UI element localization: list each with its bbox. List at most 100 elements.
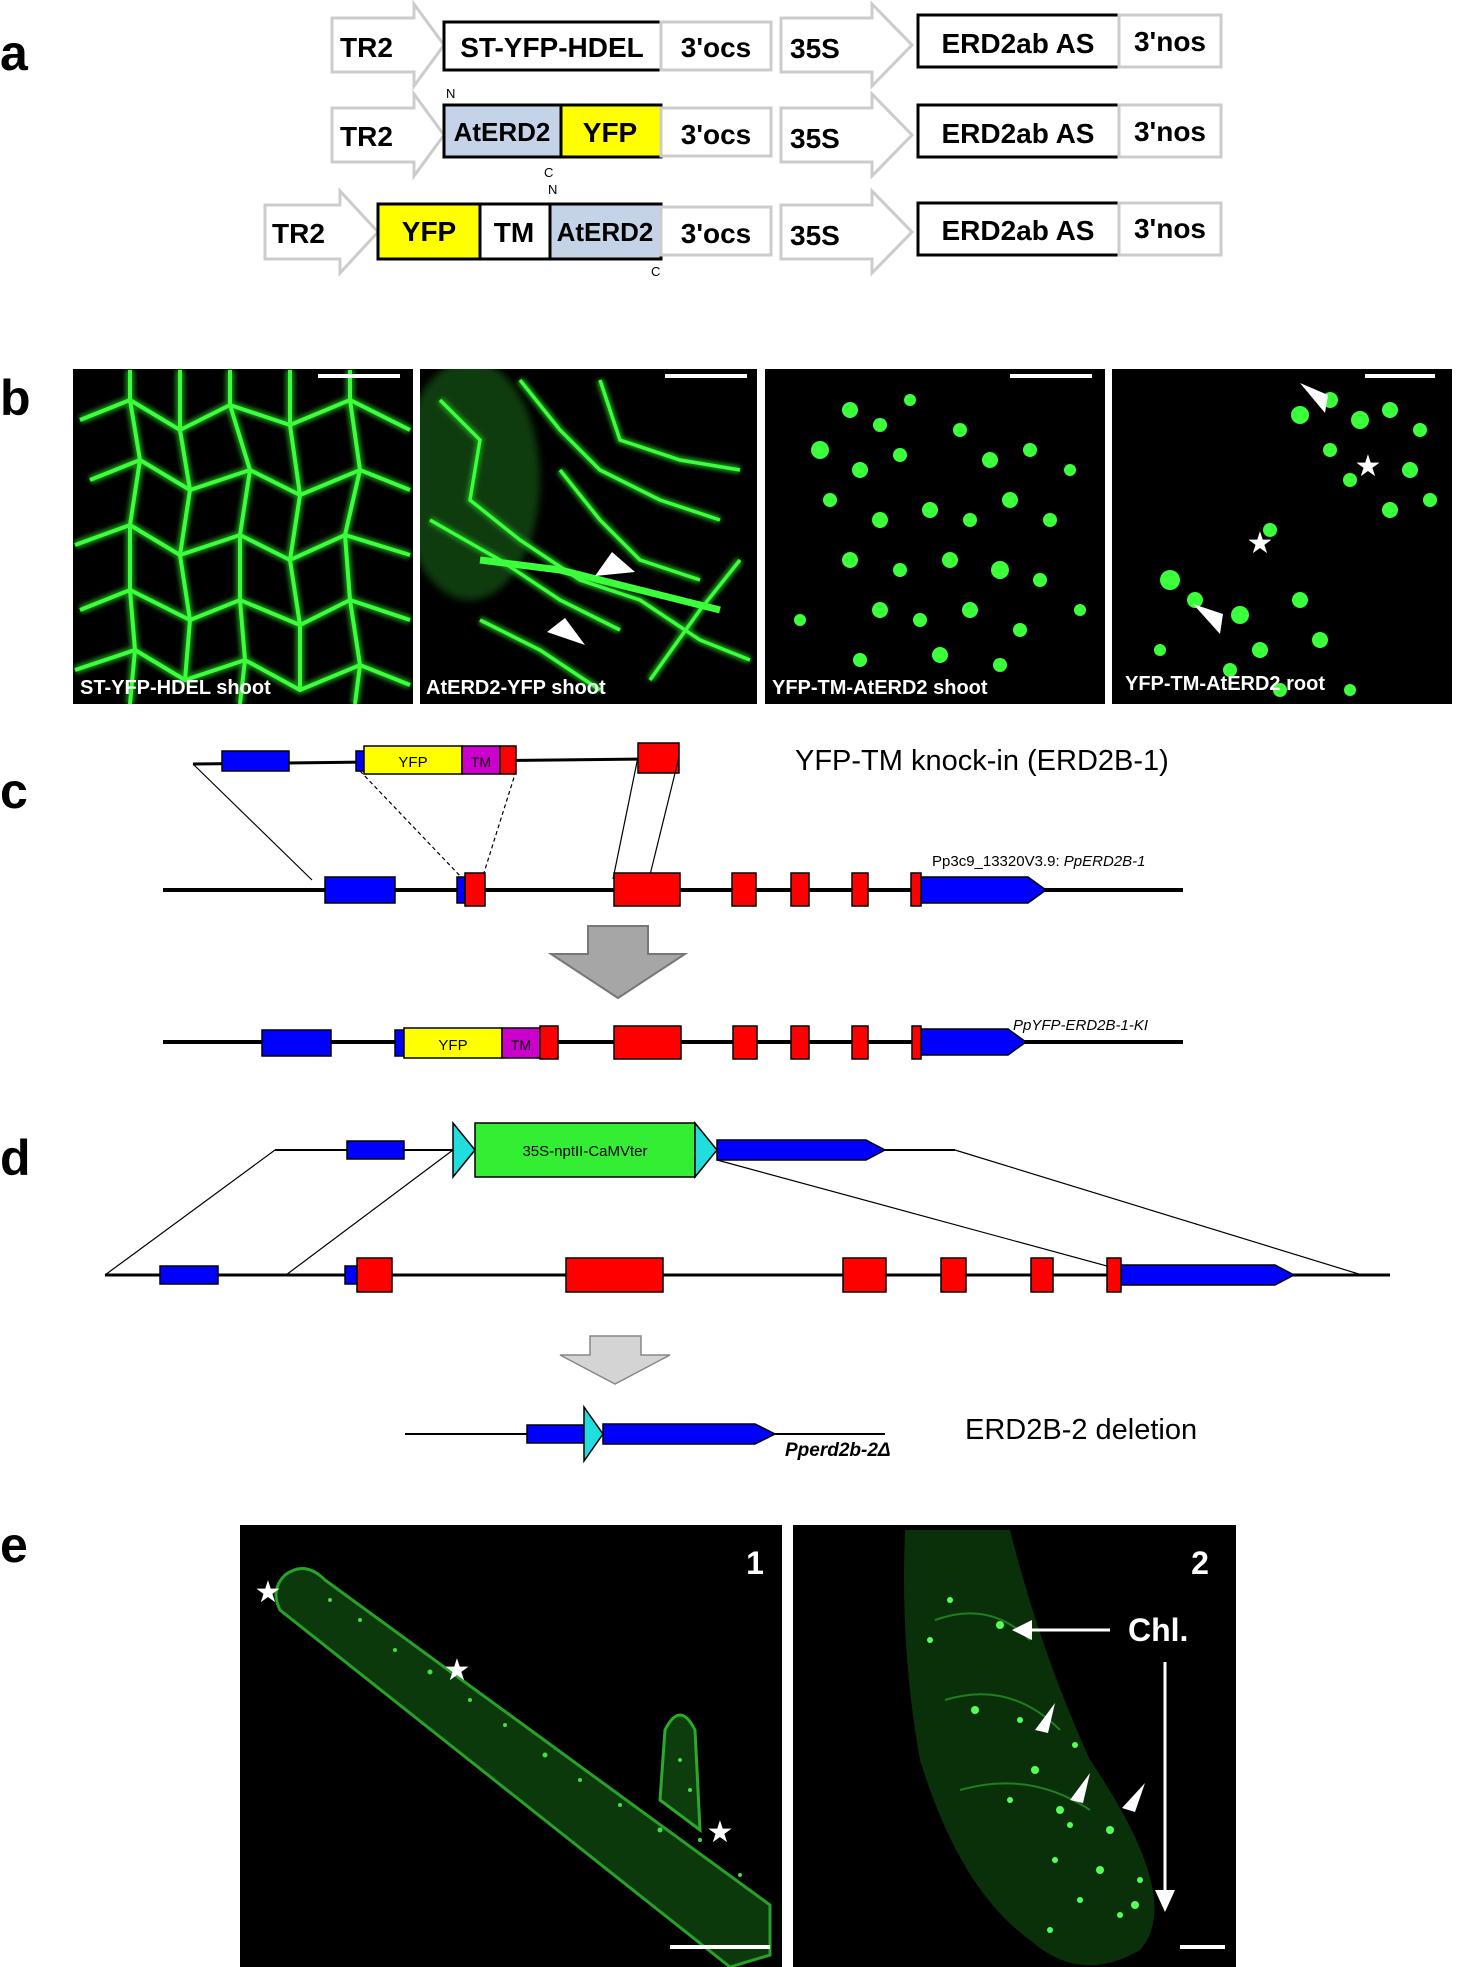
locus-gene-name: PpERD2B-1 bbox=[1064, 853, 1146, 870]
e1-number: 1 bbox=[746, 1545, 764, 1581]
panel-letter-b: b bbox=[0, 370, 31, 426]
d-recomb-line-1 bbox=[105, 1150, 275, 1275]
locus-utr-small bbox=[457, 877, 465, 903]
locus-utr-5 bbox=[325, 877, 395, 903]
erd2ab-as-label-2: ERD2ab AS bbox=[941, 118, 1094, 149]
micrograph-caption-4: YFP-TM-AtERD2 root bbox=[1125, 673, 1325, 695]
locus-exon-1 bbox=[465, 873, 485, 906]
35s-label-3: 35S bbox=[790, 220, 840, 251]
donor-utr-small bbox=[356, 751, 364, 771]
e1-star-2: ★ bbox=[444, 1654, 471, 1687]
d-cassette-label: 35S-nptII-CaMVter bbox=[522, 1143, 647, 1160]
35s-label-2: 35S bbox=[790, 123, 840, 154]
result-utr-5 bbox=[262, 1030, 331, 1056]
erd2ab-as-label-3: ERD2ab AS bbox=[941, 215, 1094, 246]
transform-arrow-c bbox=[551, 926, 685, 998]
result-utr-3-arrow bbox=[921, 1029, 1026, 1055]
donor-tm-label: TM bbox=[471, 754, 491, 770]
recomb-line-2 bbox=[360, 771, 463, 879]
recomb-line-3 bbox=[482, 771, 516, 879]
transform-arrow-d bbox=[560, 1336, 670, 1384]
result-tm-label: TM bbox=[511, 1037, 531, 1053]
micrograph-e1: ★ ★ ★ 1 bbox=[240, 1525, 782, 1967]
ocs-label-1: 3'ocs bbox=[681, 32, 751, 63]
d-recomb-line-4 bbox=[955, 1150, 1362, 1275]
panel-c-knock-in: YFP-TM knock-in (ERD2B-1) YFP TM Pp3c9_1… bbox=[163, 743, 1183, 1059]
donor-exon-1 bbox=[500, 746, 516, 774]
n-terminus-label-3: N bbox=[548, 182, 557, 197]
d-locus-utr-3-arrow bbox=[1121, 1265, 1294, 1285]
erd2ab-as-label-1: ERD2ab AS bbox=[941, 28, 1094, 59]
donor-exon-2 bbox=[638, 743, 679, 773]
locus-label: Pp3c9_13320V3.9: PpERD2B-1 bbox=[932, 853, 1145, 870]
micrograph-yfp-tm-aterd2-shoot: YFP-TM-AtERD2 shoot bbox=[765, 369, 1105, 704]
d-recomb-line-2 bbox=[286, 1150, 453, 1275]
micrograph-caption-1: ST-YFP-HDEL shoot bbox=[80, 677, 271, 699]
panel-letter-d: d bbox=[0, 1130, 31, 1186]
construct-row-1: TR2 ST-YFP-HDEL 3'ocs 35S ERD2ab AS 3'no… bbox=[332, 4, 1221, 86]
panel-d-deletion: 35S-nptII-CaMVter Pperd2b-2Δ ERD2B-2 del… bbox=[105, 1123, 1390, 1461]
d-recomb-line-3 bbox=[717, 1160, 1140, 1275]
n-terminus-label-2: N bbox=[446, 86, 455, 101]
locus-id: Pp3c9_13320V3.9: bbox=[932, 853, 1064, 870]
donor-utr-left bbox=[222, 751, 289, 771]
d-locus-exon-6 bbox=[1107, 1258, 1121, 1292]
ocs-label-2: 3'ocs bbox=[681, 119, 751, 150]
recomb-line-1 bbox=[193, 764, 312, 880]
micrograph-yfp-tm-aterd2-root: ★ ★ YFP-TM-AtERD2 root bbox=[1112, 369, 1452, 704]
d-locus-utr-small bbox=[345, 1266, 357, 1284]
result-locus-label-c: PpYFP-ERD2B-1-KI bbox=[1013, 1017, 1148, 1034]
star-marker-1: ★ bbox=[1355, 450, 1382, 483]
result-exon-6 bbox=[912, 1026, 921, 1059]
tr2-label-2: TR2 bbox=[340, 121, 393, 152]
locus-exon-6 bbox=[911, 873, 921, 906]
locus-exon-4 bbox=[791, 873, 809, 906]
recomb-line-4 bbox=[613, 757, 638, 879]
d-result-utr-3-arrow bbox=[603, 1424, 775, 1444]
chl-label: Chl. bbox=[1128, 1612, 1188, 1648]
d-locus-exon-5 bbox=[1031, 1258, 1053, 1292]
st-yfp-hdel-label: ST-YFP-HDEL bbox=[460, 32, 644, 63]
recomb-line-5 bbox=[649, 757, 679, 879]
result-exon-1 bbox=[540, 1026, 558, 1059]
yfp-label-3: YFP bbox=[402, 216, 456, 247]
nos-label-2: 3'nos bbox=[1134, 116, 1206, 147]
e1-star-3: ★ bbox=[707, 1816, 734, 1849]
d-donor-loxp-left bbox=[453, 1123, 475, 1177]
locus-exon-5 bbox=[852, 873, 868, 906]
locus-exon-3 bbox=[732, 873, 756, 906]
d-locus-exon-2 bbox=[566, 1258, 663, 1292]
result-exon-5 bbox=[852, 1026, 868, 1059]
result-yfp-label: YFP bbox=[438, 1037, 467, 1054]
aterd2-label-3: AtERD2 bbox=[557, 217, 654, 247]
aterd2-label-2: AtERD2 bbox=[454, 117, 551, 147]
d-result-name: Pperd2b-2Δ bbox=[785, 1440, 891, 1461]
tm-label-3: TM bbox=[494, 217, 534, 248]
d-donor-utr-3-arrow bbox=[717, 1140, 885, 1160]
nos-label-1: 3'nos bbox=[1134, 26, 1206, 57]
d-locus-exon-4 bbox=[941, 1258, 966, 1292]
micrograph-aterd2-yfp: AtERD2-YFP shoot bbox=[400, 360, 757, 704]
locus-exon-2 bbox=[614, 873, 680, 906]
d-locus-utr-5 bbox=[160, 1266, 218, 1284]
construct-row-2: N TR2 AtERD2 YFP C 3'ocs 35S ERD2ab AS 3… bbox=[332, 86, 1221, 180]
d-locus-exon-1 bbox=[357, 1258, 392, 1292]
d-donor-loxp-right bbox=[695, 1123, 717, 1177]
panel-letter-c: c bbox=[0, 763, 28, 819]
e2-number: 2 bbox=[1191, 1545, 1209, 1581]
d-title: ERD2B-2 deletion bbox=[965, 1414, 1197, 1446]
nos-label-3: 3'nos bbox=[1134, 213, 1206, 244]
c-terminus-label-3: C bbox=[651, 264, 660, 279]
ocs-label-3: 3'ocs bbox=[681, 218, 751, 249]
panel-letter-e: e bbox=[0, 1517, 28, 1573]
d-result-utr-5 bbox=[527, 1425, 584, 1443]
tr2-label-1: TR2 bbox=[340, 32, 393, 63]
panel-letter-a: a bbox=[0, 25, 29, 81]
d-result-loxp bbox=[584, 1407, 603, 1461]
d-locus-exon-3 bbox=[843, 1258, 886, 1292]
d-donor-utr bbox=[347, 1141, 404, 1159]
yfp-label-2: YFP bbox=[583, 117, 637, 148]
micrograph-st-yfp-hdel: ST-YFP-HDEL shoot bbox=[73, 369, 413, 704]
donor-yfp-label: YFP bbox=[398, 754, 427, 771]
